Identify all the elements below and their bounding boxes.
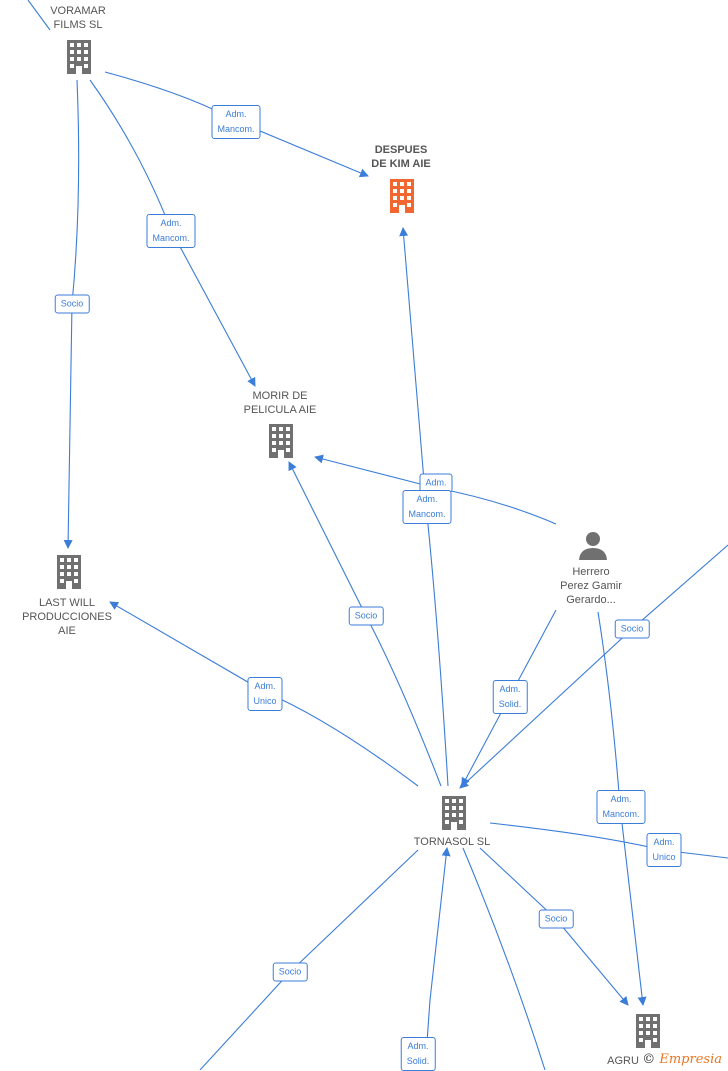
copyright-symbol: © — [642, 1052, 656, 1067]
building-icon[interactable] — [266, 424, 296, 458]
building-icon[interactable] — [633, 1014, 663, 1048]
edge-tag-adm-solid[interactable]: Adm. Solid. — [492, 680, 528, 714]
node-label-despues[interactable]: DESPUES DE KIM AIE — [371, 144, 431, 170]
building-icon[interactable] — [54, 555, 84, 589]
edge-tag-adm-mancom[interactable]: Adm. Mancom. — [402, 490, 452, 524]
brand-logo-text: Empresia — [659, 1052, 722, 1067]
node-label-agru[interactable]: AGRU — [607, 1055, 639, 1067]
edge-tag-adm-mancom[interactable]: Adm. Mancom. — [146, 214, 196, 248]
edge-tag-adm-unico[interactable]: Adm. Unico — [646, 833, 682, 867]
edge-tornasol-offscreen-right — [489, 822, 728, 859]
edge-tag-socio[interactable]: Socio — [54, 294, 90, 314]
edge-tag-adm-mancom[interactable]: Adm. Mancom. — [211, 105, 261, 139]
building-icon[interactable] — [64, 40, 94, 74]
edge-offscreen-topleft — [27, 0, 51, 31]
node-label-herrero[interactable]: Herrero Perez Gamir Gerardo... — [560, 566, 622, 606]
edge-offscreen-bottomleft — [199, 849, 419, 1070]
node-label-morir[interactable]: MORIR DE PELICULA AIE — [243, 390, 317, 416]
edge-voramar-lastwill — [63, 79, 80, 549]
edge-tag-adm-solid[interactable]: Adm. Solid. — [400, 1037, 436, 1071]
edge-tag-socio[interactable]: Socio — [272, 962, 308, 982]
edge-tag-adm-unico[interactable]: Adm. Unico — [247, 677, 283, 711]
node-label-lastwill[interactable]: LAST WILL PRODUCCIONES AIE — [22, 597, 112, 637]
building-icon[interactable] — [439, 796, 469, 830]
brand-watermark: © Empresia — [640, 1052, 724, 1067]
edge-tag-socio[interactable]: Socio — [348, 606, 384, 626]
edge-tag-socio[interactable]: Socio — [538, 909, 574, 929]
building-icon[interactable] — [387, 179, 417, 213]
node-label-tornasol[interactable]: TORNASOL SL — [413, 836, 491, 848]
edge-tag-socio[interactable]: Socio — [614, 619, 650, 639]
node-label-voramar[interactable]: VORAMAR FILMS SL — [50, 5, 106, 31]
edge-tornasol-offscreen-bottom — [462, 847, 546, 1070]
person-icon[interactable] — [578, 530, 608, 560]
edge-tag-adm-mancom[interactable]: Adm. Mancom. — [596, 790, 646, 824]
